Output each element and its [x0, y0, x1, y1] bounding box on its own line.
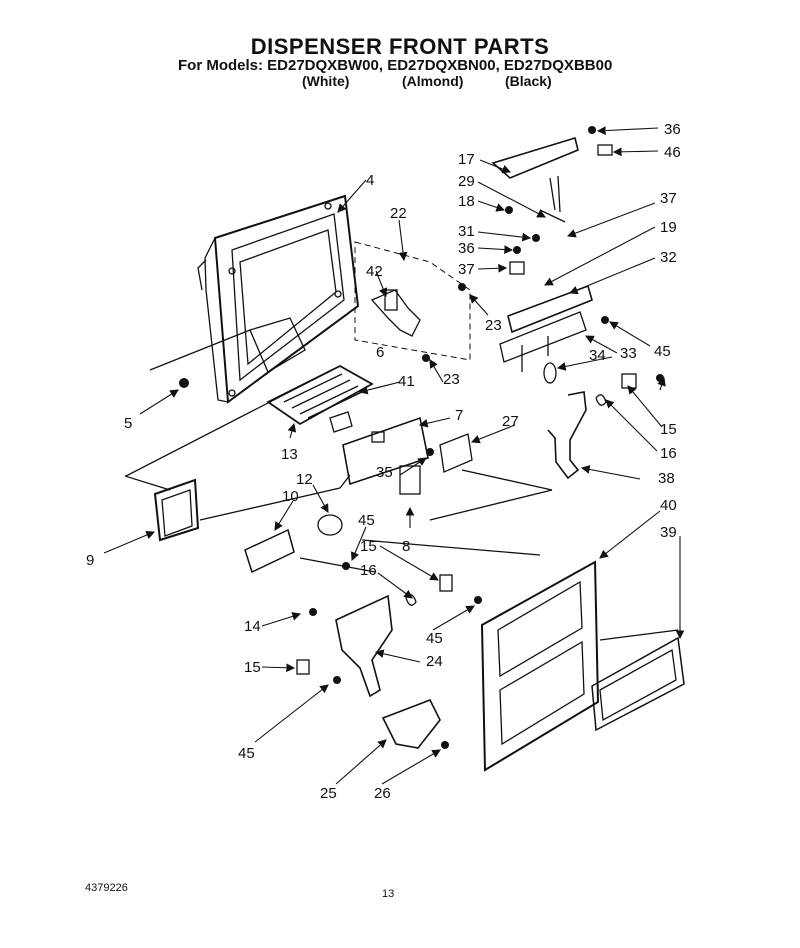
callout-27: 27	[502, 413, 519, 430]
callout-23-lower: 23	[443, 371, 460, 388]
callout-37-left: 37	[458, 261, 475, 278]
callout-22: 22	[390, 205, 407, 222]
callout-40: 40	[660, 497, 677, 514]
callout-31: 31	[458, 223, 475, 240]
callout-19: 19	[660, 219, 677, 236]
callout-15-mid: 15	[360, 538, 377, 555]
callout-18: 18	[458, 193, 475, 210]
part-number: 4379226	[85, 882, 128, 894]
callout-24: 24	[426, 653, 443, 670]
callout-36-mid: 36	[458, 240, 475, 257]
callout-45-center: 45	[426, 630, 443, 647]
callout-23-upper: 23	[485, 317, 502, 334]
callout-42: 42	[366, 263, 383, 280]
callout-5: 5	[124, 415, 132, 432]
part-bracket	[499, 284, 593, 372]
callout-17: 17	[458, 151, 475, 168]
page-number: 13	[382, 888, 395, 900]
callout-4: 4	[366, 172, 374, 189]
callout-45-bottom: 45	[238, 745, 255, 762]
callout-35: 35	[376, 464, 393, 481]
callout-6: 6	[376, 344, 384, 361]
callout-34: 34	[589, 347, 606, 364]
callout-33: 33	[620, 345, 637, 362]
variant-black: (Black)	[505, 73, 552, 89]
callout-29: 29	[458, 173, 475, 190]
callout-37-right: 37	[660, 190, 677, 207]
part-door-panel	[480, 560, 600, 772]
callout-25: 25	[320, 785, 337, 802]
callout-12: 12	[296, 471, 313, 488]
callout-15-left: 15	[244, 659, 261, 676]
variant-white: (White)	[302, 73, 350, 89]
part-housing-frame	[197, 194, 360, 404]
callout-45-right: 45	[654, 343, 671, 360]
callout-9: 9	[86, 552, 94, 569]
callout-16-right: 16	[660, 445, 677, 462]
callout-16-mid: 16	[360, 562, 377, 579]
callout-45-mid: 45	[358, 512, 375, 529]
callout-38: 38	[658, 470, 675, 487]
models-line: For Models: ED27DQXBW00, ED27DQXBN00, ED…	[178, 57, 613, 74]
callout-41: 41	[398, 373, 415, 390]
callout-32: 32	[660, 249, 677, 266]
part-paddle-lever	[370, 289, 421, 337]
callout-39: 39	[660, 524, 677, 541]
variant-almond: (Almond)	[402, 73, 464, 89]
callout-26: 26	[374, 785, 391, 802]
callout-13: 13	[281, 446, 298, 463]
callout-46: 46	[664, 144, 681, 161]
callout-15-right: 15	[660, 421, 677, 438]
callout-7: 7	[455, 407, 463, 424]
page-title: DISPENSER FRONT PARTS	[250, 34, 550, 59]
callout-14: 14	[244, 618, 261, 635]
callout-8: 8	[402, 538, 410, 555]
callout-10: 10	[282, 488, 299, 505]
callout-36-top: 36	[664, 121, 681, 138]
